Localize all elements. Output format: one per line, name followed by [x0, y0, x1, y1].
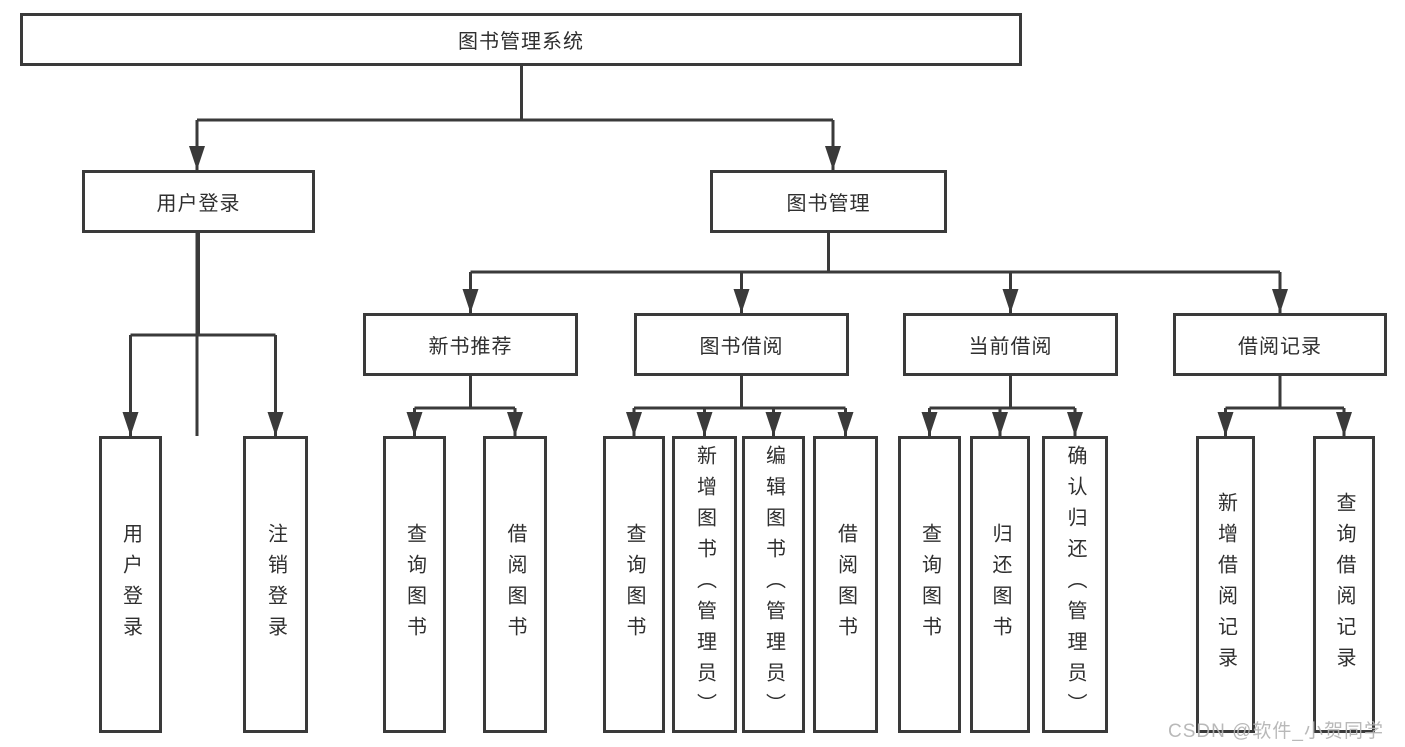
node-new-book-recommend: 新书推荐 — [363, 313, 578, 376]
node-book-borrowing: 图书借阅 — [634, 313, 849, 376]
node-query-books-recommend: 查询图书 — [383, 436, 446, 733]
node-label: 借阅图书 — [834, 522, 857, 647]
node-borrowing-records: 借阅记录 — [1173, 313, 1387, 376]
node-label: 图书管理系统 — [458, 31, 584, 53]
node-query-borrow-record: 查询借阅记录 — [1313, 436, 1375, 733]
node-confirm-return-admin: 确认归还（管理员） — [1042, 436, 1108, 733]
node-label: 当前借阅 — [968, 336, 1053, 358]
node-label: 确认归还（管理员） — [1064, 445, 1086, 724]
node-current-borrowing: 当前借阅 — [903, 313, 1118, 376]
node-borrow-books-recommend: 借阅图书 — [483, 436, 547, 733]
node-label: 新增图书（管理员） — [693, 445, 716, 724]
node-label: 新书推荐 — [428, 336, 513, 358]
node-query-books-current: 查询图书 — [898, 436, 961, 733]
node-label: 查询借阅记录 — [1333, 491, 1355, 678]
node-return-books: 归还图书 — [970, 436, 1030, 733]
node-add-borrow-record: 新增借阅记录 — [1196, 436, 1255, 733]
arrowhead-icons — [122, 146, 1352, 436]
node-label: 归还图书 — [989, 522, 1011, 647]
node-label: 用户登录 — [156, 193, 241, 215]
node-label: 注销登录 — [264, 522, 287, 647]
node-borrow-books: 借阅图书 — [813, 436, 878, 733]
node-label: 图书管理 — [786, 193, 871, 215]
node-user-login-module: 用户登录 — [82, 170, 315, 233]
node-root-system: 图书管理系统 — [20, 13, 1022, 66]
node-label: 用户登录 — [119, 522, 142, 647]
csdn-watermark: CSDN @软件_小贺同学 — [1168, 721, 1384, 742]
node-logout: 注销登录 — [243, 436, 308, 733]
node-user-login: 用户登录 — [99, 436, 162, 733]
node-label: 新增借阅记录 — [1214, 491, 1237, 678]
node-label: 图书借阅 — [699, 336, 784, 358]
node-label: 编辑图书（管理员） — [762, 445, 785, 724]
node-label: 查询图书 — [918, 522, 941, 647]
node-label: 查询图书 — [623, 522, 645, 647]
node-label: 借阅图书 — [504, 522, 526, 647]
node-add-books-admin: 新增图书（管理员） — [672, 436, 737, 733]
node-edit-books-admin: 编辑图书（管理员） — [742, 436, 805, 733]
node-book-management-module: 图书管理 — [710, 170, 947, 233]
node-query-books-borrow: 查询图书 — [603, 436, 665, 733]
node-label: 查询图书 — [403, 522, 426, 647]
node-label: 借阅记录 — [1238, 336, 1322, 358]
